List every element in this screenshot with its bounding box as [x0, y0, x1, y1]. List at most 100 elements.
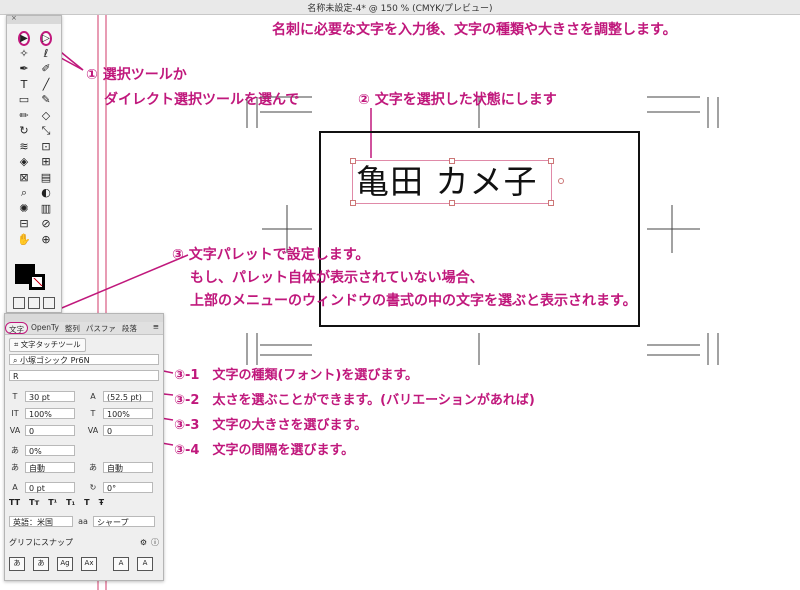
- slice-icon[interactable]: ⊘: [41, 217, 51, 230]
- artboard-icon[interactable]: ⊟: [19, 217, 29, 230]
- tool-button[interactable]: ℓ: [35, 46, 57, 62]
- draw-normal-icon[interactable]: [13, 297, 25, 309]
- font-size-field[interactable]: 30 pt: [25, 391, 75, 402]
- tool-button[interactable]: ◈: [13, 154, 35, 170]
- tracking-field[interactable]: 0: [103, 425, 153, 436]
- line-tool-icon[interactable]: ╱: [42, 77, 50, 91]
- tool-button[interactable]: ╱: [35, 77, 57, 93]
- tool-button[interactable]: ⊕: [35, 232, 57, 248]
- card-name-text[interactable]: 亀田 カメ子: [356, 162, 538, 201]
- snap-proximity-button[interactable]: Ax: [81, 557, 97, 571]
- small-caps-button[interactable]: Tт: [29, 498, 40, 507]
- tool-button[interactable]: ◐: [35, 185, 57, 201]
- snap-angular-button[interactable]: A: [113, 557, 129, 571]
- antialias-select[interactable]: シャープ: [93, 516, 155, 527]
- touch-type-button[interactable]: ⌗ 文字タッチツール: [9, 338, 86, 352]
- tool-button[interactable]: ▭: [13, 92, 35, 108]
- horizontal-scale-field[interactable]: 100%: [103, 408, 153, 419]
- panel-menu-icon[interactable]: ≡: [152, 322, 159, 331]
- font-style-select[interactable]: R: [9, 370, 159, 381]
- direct-selection-tool-icon[interactable]: ▷: [40, 31, 52, 46]
- character-rotation-field[interactable]: 0°: [103, 482, 153, 493]
- tool-button[interactable]: ⤡: [35, 123, 57, 139]
- snap-x-height-button[interactable]: あ: [33, 557, 49, 571]
- tool-button[interactable]: ✏: [13, 108, 35, 124]
- tool-button[interactable]: ⊘: [35, 216, 57, 232]
- tool-button[interactable]: T: [13, 77, 35, 93]
- tool-button[interactable]: ▶: [13, 30, 35, 46]
- tool-button[interactable]: ✐: [35, 61, 57, 77]
- tool-button[interactable]: ≋: [13, 139, 35, 155]
- paintbrush-icon[interactable]: ✎: [41, 93, 51, 106]
- rotate-icon[interactable]: ↻: [19, 124, 29, 137]
- tool-button[interactable]: ◇: [35, 108, 57, 124]
- text-overflow-handle[interactable]: [558, 178, 564, 184]
- baseline-shift-field[interactable]: 0 pt: [25, 482, 75, 493]
- superscript-button[interactable]: T¹: [48, 498, 58, 507]
- type-tool-icon[interactable]: T: [20, 77, 28, 91]
- warp-icon[interactable]: ≋: [19, 139, 29, 153]
- tool-button[interactable]: ↻: [13, 123, 35, 139]
- selection-handle[interactable]: [548, 158, 554, 164]
- snap-anchor-button[interactable]: A: [137, 557, 153, 571]
- mesh-icon[interactable]: ⊠: [19, 170, 29, 184]
- leading-field[interactable]: (52.5 pt): [103, 391, 153, 402]
- snap-info-icon[interactable]: ⓘ: [151, 538, 159, 547]
- character-panel-header[interactable]: [5, 314, 163, 322]
- tab-paragraph[interactable]: 段落: [121, 324, 137, 333]
- zoom-icon[interactable]: ⊕: [41, 232, 51, 246]
- eraser-icon[interactable]: ◇: [41, 108, 51, 122]
- tool-button[interactable]: ⊟: [13, 216, 35, 232]
- kerning-field[interactable]: 0: [25, 425, 75, 436]
- tool-button[interactable]: ✒: [13, 61, 35, 77]
- free-transform-icon[interactable]: ⊡: [41, 139, 51, 153]
- tool-button[interactable]: ⌕: [13, 185, 35, 201]
- tsume-field[interactable]: 0%: [25, 445, 75, 456]
- tool-button[interactable]: ▷: [35, 30, 57, 46]
- rectangle-tool-icon[interactable]: ▭: [18, 93, 30, 106]
- pen-tool-icon[interactable]: ✒: [19, 62, 29, 75]
- tool-button[interactable]: ⊡: [35, 139, 57, 155]
- selection-tool-icon[interactable]: ▶: [18, 31, 30, 46]
- snap-baseline-button[interactable]: あ: [9, 557, 25, 571]
- tool-button[interactable]: ⊞: [35, 154, 57, 170]
- vertical-scale-field[interactable]: 100%: [25, 408, 75, 419]
- tool-button[interactable]: ✺: [13, 201, 35, 217]
- language-select[interactable]: 英語：米国: [9, 516, 73, 527]
- lasso-icon[interactable]: ℓ: [43, 46, 49, 60]
- blend-icon[interactable]: ◐: [41, 186, 51, 199]
- selection-handle[interactable]: [350, 200, 356, 206]
- selection-handle[interactable]: [449, 200, 455, 206]
- tool-button[interactable]: ✧: [13, 46, 35, 62]
- subscript-button[interactable]: T₁: [66, 498, 76, 507]
- strikethrough-button[interactable]: Ŧ: [98, 498, 105, 507]
- tab-pathfinder[interactable]: パスファ: [85, 324, 116, 333]
- underline-button[interactable]: T: [84, 498, 90, 507]
- aki-left-select[interactable]: 自動: [25, 462, 75, 473]
- scale-icon[interactable]: ⤡: [41, 124, 51, 137]
- all-caps-button[interactable]: TT: [9, 498, 21, 507]
- tools-panel-header[interactable]: ×: [7, 14, 61, 24]
- tool-button[interactable]: ✋: [13, 232, 35, 248]
- snap-options-icon[interactable]: ⚙: [139, 538, 147, 547]
- tab-opentype[interactable]: OpenTy: [31, 323, 59, 332]
- snap-glyph-bounds-button[interactable]: Ag: [57, 557, 73, 571]
- selection-handle[interactable]: [548, 200, 554, 206]
- draw-behind-icon[interactable]: [28, 297, 40, 309]
- magic-wand-icon[interactable]: ✧: [19, 46, 29, 60]
- graph-icon[interactable]: ▥: [40, 201, 52, 215]
- tab-align[interactable]: 整列: [64, 324, 80, 333]
- draw-inside-icon[interactable]: [43, 297, 55, 309]
- tool-button[interactable]: ✎: [35, 92, 57, 108]
- tool-button[interactable]: ⊠: [13, 170, 35, 186]
- hand-icon[interactable]: ✋: [17, 232, 31, 246]
- selection-handle[interactable]: [350, 158, 356, 164]
- shape-builder-icon[interactable]: ◈: [19, 155, 29, 168]
- curvature-icon[interactable]: ✐: [41, 62, 51, 75]
- symbol-sprayer-icon[interactable]: ✺: [19, 201, 29, 215]
- gradient-icon[interactable]: ▤: [40, 170, 52, 184]
- perspective-icon[interactable]: ⊞: [41, 155, 51, 168]
- eyedropper-icon[interactable]: ⌕: [20, 186, 28, 199]
- aki-right-select[interactable]: 自動: [103, 462, 153, 473]
- tab-character[interactable]: 文字: [5, 322, 28, 334]
